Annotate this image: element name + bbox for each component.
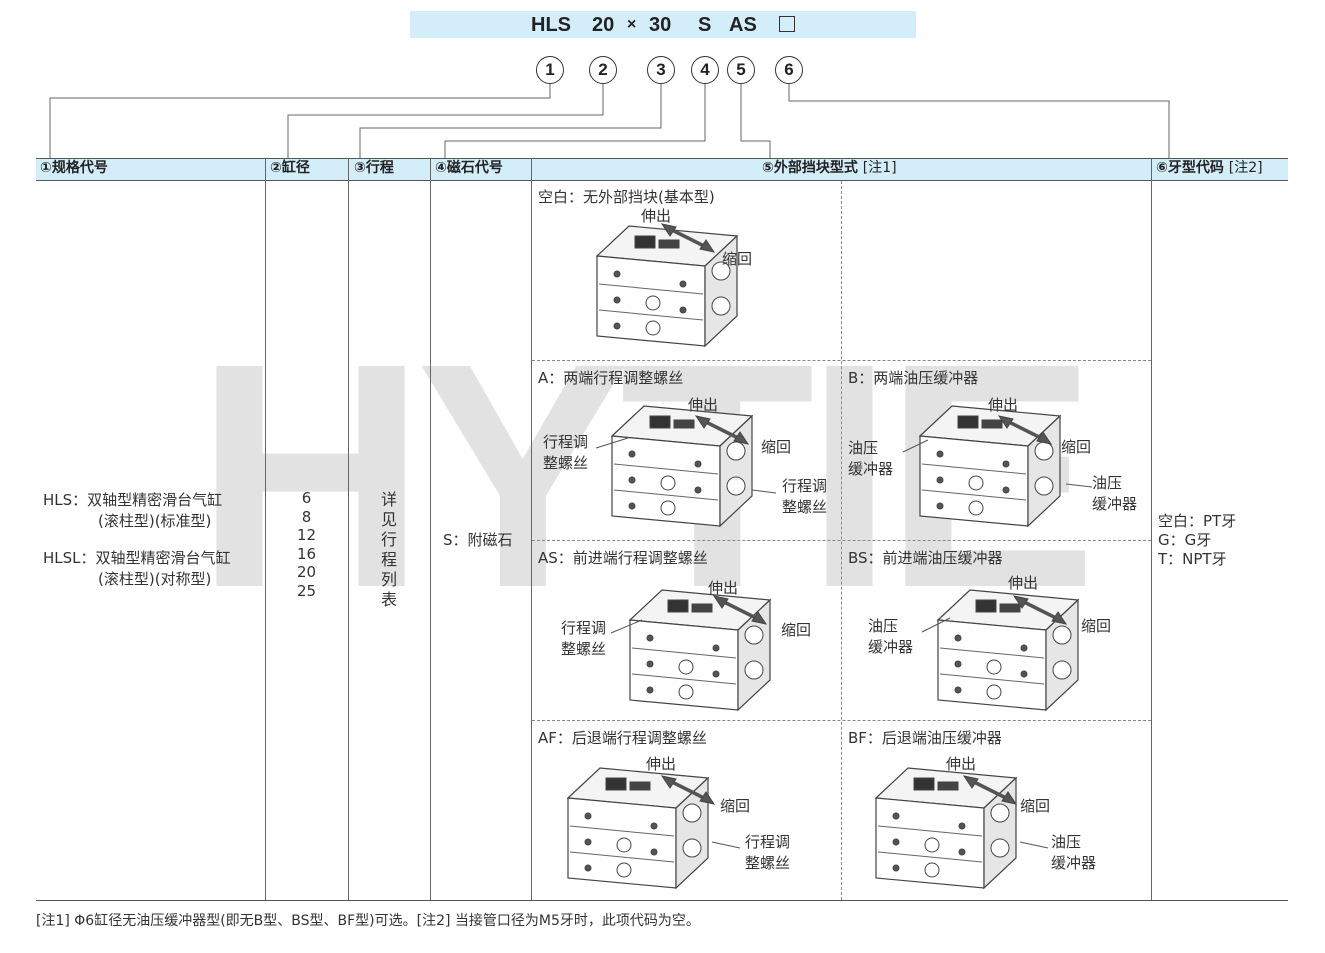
spec-hlsl-line2: (滚柱型)(对称型) <box>98 570 212 588</box>
label-buffer-l1: 油压 <box>848 439 879 457</box>
col-divider <box>265 158 266 900</box>
label-extend: 伸出 <box>688 396 719 414</box>
stopper-as-caption: AS：前进端行程调整螺丝 <box>538 549 708 567</box>
marker-1: 1 <box>536 56 564 84</box>
label-extend: 伸出 <box>641 207 672 225</box>
label-buffer-l1: 油压 <box>1092 474 1123 492</box>
label-retract: 缩回 <box>1020 797 1051 815</box>
thread-g: G：G牙 <box>1158 531 1212 549</box>
label-extend: 伸出 <box>946 755 977 773</box>
stopper-bs-caption: BS：前进端油压缓冲器 <box>848 549 1003 567</box>
label-screw-l2: 整螺丝 <box>543 454 589 472</box>
label-retract: 缩回 <box>722 250 753 268</box>
bore-size: 12 <box>296 526 317 544</box>
header-stopper-label: ⑤外部挡块型式 <box>762 160 858 176</box>
header-spec: ①规格代号 <box>40 160 108 176</box>
label-buffer-l1: 油压 <box>1051 833 1082 851</box>
marker-6: 6 <box>775 56 803 84</box>
header-bore: ②缸径 <box>270 160 310 176</box>
label-buffer-l2: 缓冲器 <box>868 638 914 656</box>
label-extend: 伸出 <box>646 755 677 773</box>
label-screw-l1: 行程调 <box>561 619 607 637</box>
label-screw-l2: 整螺丝 <box>782 498 828 516</box>
spec-hls-line1: HLS：双轴型精密滑台气缸 <box>43 491 223 509</box>
spec-hls-line2: (滚柱型)(标准型) <box>98 512 212 530</box>
code-thread-box <box>779 16 795 32</box>
footnote: [注1] Φ6缸径无油压缓冲器型(即无B型、BS型、BF型)可选。[注2] 当接… <box>36 913 700 929</box>
thread-blank: 空白：PT牙 <box>1158 512 1237 530</box>
col-divider <box>348 158 349 900</box>
code-stopper: AS <box>729 14 757 36</box>
label-screw-l2: 整螺丝 <box>561 640 607 658</box>
label-extend: 伸出 <box>1008 574 1039 592</box>
label-extend: 伸出 <box>708 579 739 597</box>
stroke-text: 详见行程列表 <box>381 490 398 609</box>
code-times: × <box>627 16 637 33</box>
label-screw-l1: 行程调 <box>543 433 589 451</box>
col-divider <box>531 158 532 900</box>
bore-size: 20 <box>296 563 317 581</box>
label-buffer-l2: 缓冲器 <box>1092 495 1138 513</box>
grid-divider <box>532 720 1151 721</box>
header-thread-label: ⑥牙型代码 <box>1156 160 1224 176</box>
label-retract: 缩回 <box>1081 617 1112 635</box>
header-magnet: ④磁石代号 <box>435 160 503 176</box>
label-extend: 伸出 <box>988 396 1019 414</box>
label-buffer-l2: 缓冲器 <box>848 460 894 478</box>
label-retract: 缩回 <box>761 438 792 456</box>
stopper-b-caption: B：两端油压缓冲器 <box>848 369 979 387</box>
label-screw-l1: 行程调 <box>745 833 791 851</box>
label-retract: 缩回 <box>720 797 751 815</box>
code-magnet: S <box>698 14 712 36</box>
magnet-text: S：附磁石 <box>443 531 513 549</box>
code-bore: 20 <box>592 14 615 36</box>
label-retract: 缩回 <box>781 621 812 639</box>
stopper-bf-caption: BF：后退端油压缓冲器 <box>848 729 1002 747</box>
header-thread: ⑥牙型代码 [注2] <box>1156 158 1263 179</box>
code-stroke: 30 <box>649 14 672 36</box>
col-divider <box>1151 158 1152 900</box>
header-thread-note: [注2] <box>1228 160 1263 176</box>
marker-5: 5 <box>727 56 755 84</box>
label-retract: 缩回 <box>1061 438 1092 456</box>
stopper-a-caption: A：两端行程调整螺丝 <box>538 369 684 387</box>
table-bottom-border <box>36 900 1288 901</box>
thread-t: T：NPT牙 <box>1158 550 1227 568</box>
stopper-af-caption: AF：后退端行程调整螺丝 <box>538 729 707 747</box>
marker-3: 3 <box>647 56 675 84</box>
label-screw-l2: 整螺丝 <box>745 854 791 872</box>
code-series: HLS <box>531 14 571 36</box>
header-stopper: ⑤外部挡块型式 [注1] <box>762 158 897 179</box>
grid-divider <box>532 360 1151 361</box>
stopper-blank-caption: 空白：无外部挡块(基本型) <box>538 188 715 206</box>
bore-size: 8 <box>301 507 312 526</box>
header-stroke: ③行程 <box>354 160 394 176</box>
spec-hlsl-line1: HLSL：双轴型精密滑台气缸 <box>43 549 231 567</box>
marker-2: 2 <box>589 56 617 84</box>
header-stopper-note: [注1] <box>862 160 897 176</box>
table-header <box>36 158 1288 181</box>
col-divider <box>430 158 431 900</box>
bore-size: 6 <box>301 489 312 507</box>
marker-4: 4 <box>691 56 719 84</box>
label-screw-l1: 行程调 <box>782 477 828 495</box>
bore-list: 6 8 12 16 20 25 <box>265 489 348 600</box>
label-buffer-l1: 油压 <box>868 617 899 635</box>
bore-size: 16 <box>296 544 317 563</box>
model-code-bar <box>410 11 916 38</box>
label-buffer-l2: 缓冲器 <box>1051 854 1097 872</box>
bore-size: 25 <box>296 581 317 600</box>
grid-divider <box>532 540 1151 541</box>
